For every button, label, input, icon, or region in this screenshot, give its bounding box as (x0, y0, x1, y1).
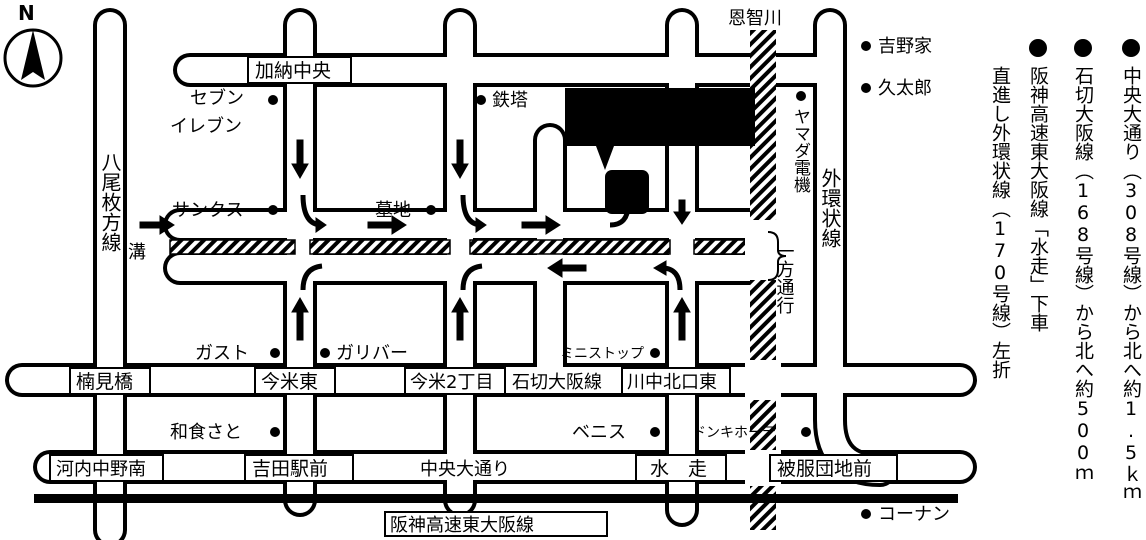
benesse-label: ベニス (572, 422, 626, 443)
arrow-down-icon (673, 199, 691, 225)
corporation-callout: M エムコーポレーション CORPORATION (565, 86, 755, 214)
landmark-dot-icon (476, 95, 486, 105)
bochi-label: 墓地 (375, 200, 411, 221)
arrow-down-icon (291, 139, 309, 180)
compass-needle-icon (21, 30, 45, 80)
yoshida-ekimae-label: 吉田駅前 (252, 458, 328, 480)
turn-arrow-icon (653, 260, 667, 276)
mizo-label: 溝 (128, 242, 146, 263)
landmark-dot-icon (268, 95, 278, 105)
landmark-dot-icon (426, 205, 436, 215)
gusto-label: ガスト (195, 343, 249, 364)
company-logo: CORPORATION (578, 120, 733, 142)
arrow-right-icon (139, 215, 175, 235)
washoku-sato-label: 和食さと (170, 422, 242, 443)
sunkus-label: サンクス (172, 200, 243, 221)
kawachi-nakano-minami-label: 河内中野南 (56, 459, 146, 480)
directions-panel: 中央大通り（308号線）から北へ約1.5ｋｍ 石切大阪線（168号線）から北へ約… (989, 39, 1142, 502)
yamada-label: ヤマダ電機 (790, 108, 811, 194)
one-way-brace (767, 231, 787, 281)
landmark-dot-icon (320, 348, 330, 358)
kano-chuo-label: 加納中央 (255, 60, 331, 82)
seven-eleven-label-1: セブン (190, 87, 244, 109)
landmark-dot-icon (650, 348, 660, 358)
outer-ring-road-label: 外環状線 (818, 168, 842, 248)
direction-line-3: 阪神高速東大阪線「水走」下車 (1027, 66, 1049, 332)
ishikiri-osaka-road-label: 石切大阪線 (512, 372, 602, 393)
seven-eleven-label-2: イレブン (170, 115, 242, 137)
onchi-river-bridge-2 (745, 360, 781, 400)
arrow-down-icon (451, 139, 469, 180)
onchi-river-bridge-1 (745, 220, 781, 280)
arrow-up-icon (451, 296, 469, 341)
gulliver-label: ガリバー (336, 343, 408, 364)
hachio-hirakata-road-label: 八尾枚方線 (98, 152, 122, 252)
mizuhashiri-label: 水 走 (650, 458, 707, 480)
median-strip-1 (169, 239, 296, 255)
direction-line-1: 中央大通り（308号線）から北へ約1.5ｋｍ (1120, 66, 1142, 502)
compass: N (3, 1, 63, 88)
compass-north-label: N (18, 1, 35, 25)
company-logo-mark: M (574, 86, 598, 119)
onchigawa-label: 恩智川 (728, 8, 782, 29)
landmark-dot-icon (650, 427, 660, 437)
turn-arrow-icon (460, 263, 483, 291)
yoshinoya-label: 吉野家 (878, 36, 932, 57)
imagome-2chome-label: 今米2丁目 (410, 372, 493, 393)
imagome-higashi-label: 今米東 (261, 371, 318, 393)
landmark-dot-icon (801, 427, 811, 437)
callout-box (565, 88, 755, 146)
bullet-icon (1074, 39, 1092, 57)
destination-building (605, 170, 649, 214)
intersection-labels: 加納中央 楠見橋 今米東 今米2丁目 石切大阪線 川中北口東 河内中野南 吉田駅… (49, 56, 898, 537)
landmarks: セブン イレブン 鉄塔 吉野家 久太郎 サンクス 墓地 ガスト ガリバー ミニス… (170, 36, 950, 525)
hifuku-danchimae-label: 被服団地前 (777, 458, 872, 480)
turn-arrow-icon (475, 217, 487, 233)
landmark-dot-icon (270, 427, 280, 437)
tetto-label: 鉄塔 (492, 90, 528, 111)
kusumibashi-label: 楠見橋 (76, 371, 133, 393)
arrow-up-icon (673, 296, 691, 341)
company-kana: エムコーポレーション (612, 97, 742, 112)
arrow-up-icon (291, 296, 309, 341)
ministop-label: ミニストップ (560, 346, 644, 362)
kawanaka-kitaguchi-higashi-label: 川中北口東 (627, 372, 717, 393)
direction-line-4: 直進し外環状線（170号線）左折 (989, 66, 1011, 379)
konan-label: コーナン (878, 504, 950, 525)
donki-label: ドンキホーテ (692, 425, 776, 441)
bullet-icon (1029, 39, 1047, 57)
one-way-label: 一方通行 (774, 242, 795, 314)
bullet-icon (1122, 39, 1140, 57)
median-strip-3 (469, 239, 671, 255)
landmark-dot-icon (270, 348, 280, 358)
turn-arrow-icon (300, 263, 323, 291)
arrow-right-icon (521, 215, 561, 235)
landmark-dot-icon (268, 205, 278, 215)
median-strip-2 (309, 239, 451, 255)
kyutaro-label: 久太郎 (878, 78, 932, 99)
hanshin-expressway-label: 阪神高速東大阪線 (390, 515, 534, 536)
landmark-dot-icon (861, 83, 871, 93)
chuo-odori-road-label: 中央大通り (420, 459, 510, 480)
direction-line-2: 石切大阪線（168号線）から北へ約500ｍ (1072, 66, 1094, 483)
hanshin-expressway-line (34, 494, 958, 503)
landmark-dot-icon (796, 91, 806, 101)
landmark-dot-icon (861, 41, 871, 51)
turn-arrow-icon (315, 217, 327, 233)
arrow-right-icon (367, 215, 407, 235)
arrow-left-icon (547, 258, 587, 278)
landmark-dot-icon (861, 509, 871, 519)
